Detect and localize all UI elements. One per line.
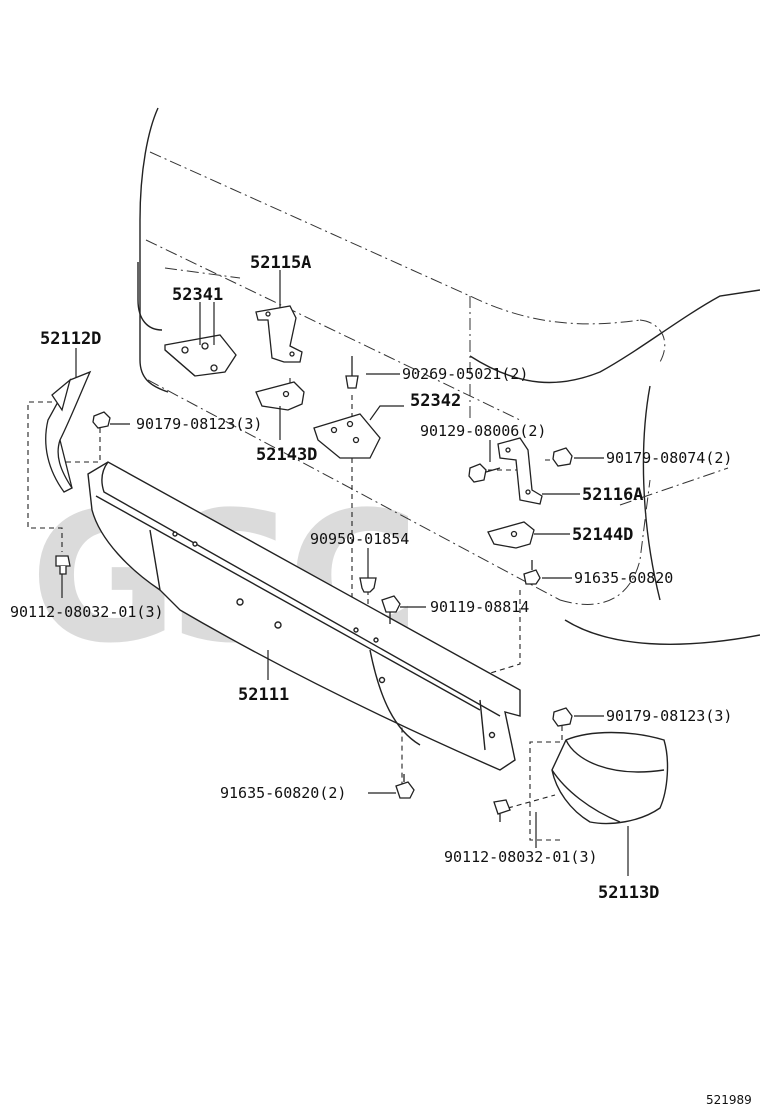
bumper-reinforcement-52111[interactable] bbox=[87, 461, 521, 771]
label-90179-08123-right[interactable]: 90179-08123(3) bbox=[606, 707, 732, 725]
label-52341[interactable]: 52341 bbox=[172, 285, 223, 305]
bolt-90129-08006[interactable] bbox=[468, 463, 501, 483]
bolt-91635-60820-right[interactable] bbox=[523, 560, 541, 585]
label-52342[interactable]: 52342 bbox=[410, 391, 461, 411]
label-90179-08123-left[interactable]: 90179-08123(3) bbox=[136, 415, 262, 433]
bracket-52144D[interactable] bbox=[487, 521, 535, 549]
nut-90179-08123-left[interactable] bbox=[92, 411, 111, 429]
label-91635-60820-right[interactable]: 91635-60820 bbox=[574, 569, 673, 587]
vehicle-body-outline bbox=[137, 107, 760, 645]
label-52144D[interactable]: 52144D bbox=[572, 525, 633, 545]
bracket-52116A[interactable] bbox=[497, 437, 543, 505]
label-90129-08006[interactable]: 90129-08006(2) bbox=[420, 422, 546, 440]
nut-90179-08074[interactable] bbox=[552, 447, 573, 467]
label-91635-60820-bottom[interactable]: 91635-60820(2) bbox=[220, 784, 346, 802]
part-labels: 52115A 52341 52112D 90269-05021(2) 52342… bbox=[10, 253, 732, 903]
label-52143D[interactable]: 52143D bbox=[256, 445, 317, 465]
nut-90179-08123-right[interactable] bbox=[552, 707, 573, 727]
fasteners bbox=[55, 411, 573, 822]
label-90269-05021[interactable]: 90269-05021(2) bbox=[402, 365, 528, 383]
bolt-90119-08814[interactable] bbox=[381, 595, 401, 624]
left-bumper-extension-52112D[interactable] bbox=[45, 370, 92, 493]
clip-90950-01854[interactable] bbox=[359, 577, 377, 593]
label-52112D[interactable]: 52112D bbox=[40, 329, 101, 349]
bolt-90112-08032-right[interactable] bbox=[493, 799, 511, 822]
plate-52341[interactable] bbox=[164, 334, 237, 377]
label-90112-08032-left[interactable]: 90112-08032-01(3) bbox=[10, 603, 164, 621]
plate-52342[interactable] bbox=[313, 413, 381, 459]
label-90950-01854[interactable]: 90950-01854 bbox=[310, 530, 409, 548]
clip-90269-05021[interactable] bbox=[345, 356, 359, 389]
leader-lines bbox=[61, 270, 629, 876]
bracket-52143D[interactable] bbox=[255, 381, 305, 411]
label-90119-08814[interactable]: 90119-08814 bbox=[430, 598, 529, 616]
bolt-90112-08032-left[interactable] bbox=[55, 555, 71, 575]
label-52116A[interactable]: 52116A bbox=[582, 485, 643, 505]
label-90112-08032-right[interactable]: 90112-08032-01(3) bbox=[444, 848, 598, 866]
label-52113D[interactable]: 52113D bbox=[598, 883, 659, 903]
bolt-91635-60820-bottom[interactable] bbox=[395, 774, 415, 799]
right-bumper-extension-52113D[interactable] bbox=[551, 731, 669, 825]
construction-lines bbox=[145, 151, 729, 605]
label-90179-08074[interactable]: 90179-08074(2) bbox=[606, 449, 732, 467]
label-52111[interactable]: 52111 bbox=[238, 685, 289, 705]
bracket-52115A[interactable] bbox=[255, 305, 303, 363]
label-52115A[interactable]: 52115A bbox=[250, 253, 311, 273]
diagram-reference-number: 521989 bbox=[706, 1093, 752, 1107]
